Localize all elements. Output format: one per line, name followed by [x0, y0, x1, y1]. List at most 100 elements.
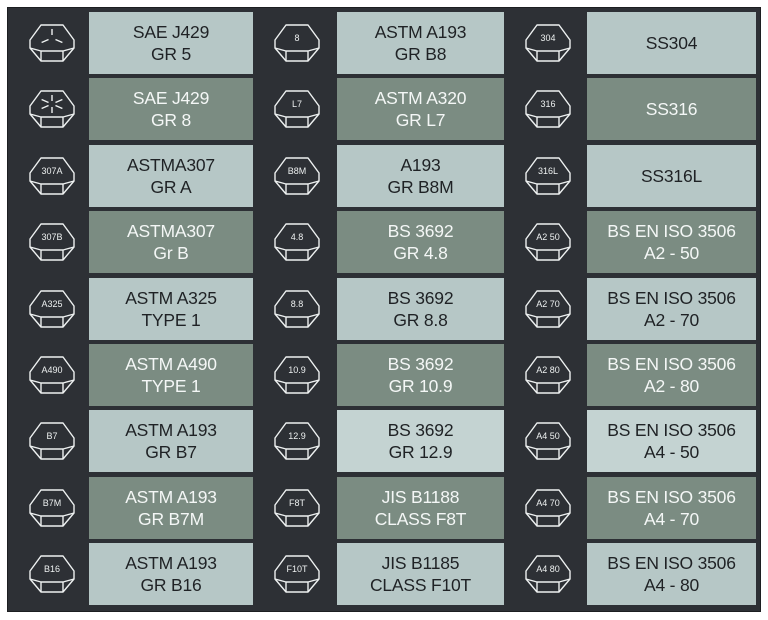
grade-name: CLASS F8T: [374, 508, 467, 529]
bolt-head-icon: B8M: [257, 144, 337, 207]
bolt-head-icon: 10.9: [257, 343, 337, 406]
grade-mark-text: F8T: [289, 498, 306, 508]
standard-name: BS 3692: [387, 353, 454, 374]
standard-name: SS304: [645, 33, 698, 53]
bolt-head-icon: A4 70: [508, 476, 587, 539]
bolt-head-icon: A2 50: [508, 211, 587, 274]
grade-mark-text: B7M: [42, 498, 61, 508]
standard-name: ASTMA307: [127, 154, 215, 175]
grade-mark-text: F10T: [286, 564, 308, 574]
grade-name: A2 - 80: [643, 375, 700, 396]
standard-name: JIS B1185: [381, 553, 460, 574]
grade-name: GR L7: [395, 110, 446, 131]
standard-name: ASTM A193: [125, 486, 217, 507]
grade-mark-text: 316L: [537, 166, 557, 176]
grade-name: A2 - 50: [643, 243, 700, 264]
grade-mark-text: 304: [540, 33, 555, 43]
standard-name: BS EN ISO 3506: [607, 221, 736, 242]
grade-mark-text: B8M: [288, 166, 307, 176]
grade-name: GR 8.8: [393, 309, 448, 330]
standard-name: ASTM A490: [125, 353, 217, 374]
standard-name: BS EN ISO 3506: [607, 420, 736, 441]
grade-mark-text: A325: [41, 299, 62, 309]
bolt-head-icon: [14, 12, 89, 74]
standard-name: BS 3692: [387, 221, 454, 242]
grade-mark-text: A490: [41, 365, 62, 375]
grade-name: GR 12.9: [388, 442, 453, 463]
grade-mark-text: A2 50: [536, 232, 560, 242]
bolt-head-icon: A325: [14, 277, 89, 340]
standard-name: JIS B1188: [381, 486, 460, 507]
standard-name: BS 3692: [387, 287, 454, 308]
bolt-head-icon: F8T: [257, 476, 337, 539]
standard-name: SAE J429: [132, 22, 210, 42]
bolt-head-icon: A490: [14, 343, 89, 406]
grade-name: GR 5: [150, 44, 192, 64]
grade-mark-text: A2 70: [536, 299, 560, 309]
bolt-head-icon: 307A: [14, 144, 89, 207]
standard-name: BS EN ISO 3506: [607, 486, 736, 507]
grade-label-cell: SS304: [587, 12, 756, 74]
standard-name: BS EN ISO 3506: [607, 553, 736, 574]
grade-name: GR 10.9: [388, 375, 453, 396]
grade-mark-text: B16: [43, 564, 59, 574]
grade-mark-text: 8.8: [291, 299, 304, 309]
bolt-head-icon: 307B: [14, 211, 89, 274]
grade-mark-text: 316: [540, 99, 555, 109]
bolt-head-icon: 8: [257, 12, 337, 74]
grade-mark-text: L7: [292, 99, 302, 109]
grade-name: GR 8: [150, 110, 192, 131]
grade-name: GR B7M: [138, 508, 204, 529]
grade-name: A2 - 70: [643, 309, 700, 330]
bolt-head-icon: 316: [508, 78, 587, 141]
grade-mark-text: 307B: [41, 232, 62, 242]
standard-name: A193: [400, 154, 441, 175]
standard-name: SAE J429: [132, 88, 210, 109]
grade-name: GR B8: [394, 44, 447, 64]
grade-label-cell: SS316L: [587, 144, 756, 207]
grade-mark-text: B7: [46, 431, 57, 441]
bolt-head-icon: 12.9: [257, 410, 337, 473]
bolt-head-icon: B7: [14, 410, 89, 473]
grade-mark-text: 12.9: [288, 431, 306, 441]
grade-name: GR B7: [145, 442, 197, 463]
grade-mark-text: 8: [294, 33, 299, 43]
grade-mark-text: 10.9: [288, 365, 306, 375]
grade-name: TYPE 1: [141, 375, 201, 396]
grade-mark-text: A4 80: [536, 564, 560, 574]
grade-name: CLASS F10T: [369, 575, 472, 596]
grade-name: A4 - 80: [643, 575, 700, 596]
grade-mark-text: 307A: [41, 166, 62, 176]
bolt-head-icon: [14, 78, 89, 141]
standard-name: ASTM A193: [125, 553, 217, 574]
bolt-head-icon: 304: [508, 12, 587, 74]
bolt-head-icon: 4.8: [257, 211, 337, 274]
grade-name: TYPE 1: [141, 309, 201, 330]
standard-name: ASTM A193: [125, 420, 217, 441]
bolt-head-icon: B16: [14, 543, 89, 606]
standard-name: ASTM A325: [125, 287, 217, 308]
grade-mark-text: A4 70: [536, 498, 560, 508]
grade-name: A4 - 50: [643, 442, 700, 463]
bolt-head-icon: 8.8: [257, 277, 337, 340]
